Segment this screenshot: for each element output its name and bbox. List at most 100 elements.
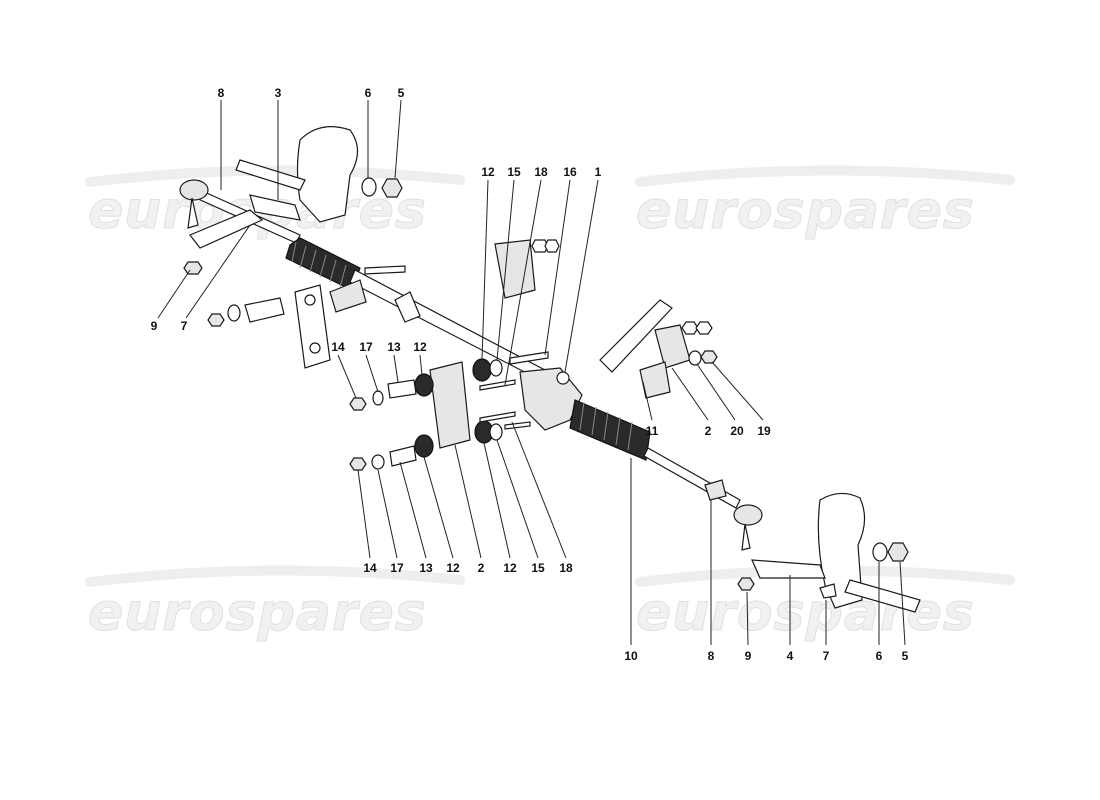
callout-12: 12 bbox=[481, 165, 495, 179]
nut-upper-right bbox=[695, 321, 713, 335]
callout-17: 17 bbox=[390, 561, 404, 575]
leader-line bbox=[185, 224, 251, 319]
callout-17: 17 bbox=[359, 340, 373, 354]
leader-line bbox=[496, 179, 515, 361]
washer-15-upper bbox=[489, 359, 503, 377]
callout-9: 9 bbox=[745, 649, 752, 663]
callout-13: 13 bbox=[387, 340, 401, 354]
watermark-bottom-right: eurospares bbox=[636, 583, 975, 643]
left-clamp bbox=[329, 279, 367, 313]
stud-18-lower bbox=[479, 411, 516, 423]
bracket-hole bbox=[309, 342, 321, 354]
callout-20: 20 bbox=[730, 424, 744, 438]
right-tie-rod bbox=[643, 447, 741, 509]
callout-6: 6 bbox=[876, 649, 883, 663]
leader-line bbox=[483, 442, 511, 559]
nut-14-top bbox=[349, 397, 367, 411]
bolt-16 bbox=[509, 351, 549, 365]
bolt-left-bracket bbox=[244, 297, 285, 323]
callout-13: 13 bbox=[419, 561, 433, 575]
nut-9-bottom bbox=[737, 577, 755, 591]
callout-14: 14 bbox=[363, 561, 377, 575]
right-tie-rod-stud bbox=[741, 523, 751, 551]
callout-9: 9 bbox=[151, 319, 158, 333]
callout-11: 11 bbox=[646, 424, 659, 438]
leader-line bbox=[746, 591, 749, 646]
leader-line bbox=[357, 469, 371, 559]
callout-14: 14 bbox=[331, 340, 345, 354]
leader-line bbox=[394, 99, 402, 179]
nut-upper-clamp bbox=[544, 239, 560, 253]
callout-16: 16 bbox=[563, 165, 577, 179]
pinion-shaft bbox=[556, 371, 570, 385]
left-rack-boot bbox=[285, 237, 361, 291]
leader-line bbox=[377, 469, 398, 559]
sleeve-13-top bbox=[387, 379, 417, 399]
leader-line bbox=[504, 179, 542, 386]
washer-17-bottom bbox=[371, 454, 385, 470]
washer-15-lower bbox=[489, 423, 503, 441]
hardware-parts bbox=[183, 177, 909, 599]
callout-12: 12 bbox=[503, 561, 517, 575]
right-rack-boot bbox=[569, 399, 651, 461]
callout-2: 2 bbox=[478, 561, 485, 575]
callout-3: 3 bbox=[275, 86, 282, 100]
leader-line bbox=[696, 363, 736, 421]
leader-line bbox=[337, 354, 357, 399]
callout-12: 12 bbox=[446, 561, 460, 575]
bracket-hole bbox=[304, 294, 316, 306]
leader-line bbox=[511, 421, 567, 559]
nut-upper-clamp bbox=[531, 239, 549, 253]
callout-7: 7 bbox=[181, 319, 188, 333]
stud-18-upper bbox=[479, 379, 516, 391]
leader-line bbox=[711, 361, 764, 421]
key-7-bottom bbox=[819, 583, 837, 599]
callout-8: 8 bbox=[218, 86, 225, 100]
right-tie-rod-end bbox=[733, 504, 763, 526]
callout-12: 12 bbox=[413, 340, 427, 354]
callout-8: 8 bbox=[708, 649, 715, 663]
washer-6-bottom bbox=[872, 542, 888, 562]
washer-20 bbox=[688, 350, 702, 366]
callout-7: 7 bbox=[823, 649, 830, 663]
watermark-bottom-left: eurospares bbox=[88, 583, 427, 643]
upper-clamp bbox=[494, 239, 536, 299]
leader-line bbox=[671, 367, 709, 421]
leader-lines bbox=[157, 99, 906, 646]
nut-5-top bbox=[381, 178, 403, 198]
callout-10: 10 bbox=[624, 649, 638, 663]
callout-18: 18 bbox=[534, 165, 548, 179]
rack-sleeve bbox=[394, 291, 421, 323]
callout-2: 2 bbox=[705, 424, 712, 438]
right-steering-knuckle bbox=[751, 492, 921, 613]
middle-mount-bracket bbox=[429, 361, 471, 449]
nut-5-bottom bbox=[887, 542, 909, 562]
leader-line bbox=[157, 269, 191, 319]
nut-upper-right bbox=[681, 321, 699, 335]
bush-12-middle-bottom bbox=[414, 434, 434, 458]
leader-line bbox=[454, 444, 482, 559]
clamp-11 bbox=[639, 361, 671, 399]
pinion-shaft-extension bbox=[599, 299, 673, 373]
leader-line bbox=[423, 456, 454, 559]
left-steering-knuckle bbox=[189, 126, 359, 249]
callout-6: 6 bbox=[365, 86, 372, 100]
nut-14-bottom bbox=[349, 457, 367, 471]
leader-line bbox=[642, 381, 653, 421]
leader-line bbox=[564, 179, 599, 373]
leader-line bbox=[496, 439, 539, 559]
left-tie-rod-stud bbox=[187, 197, 199, 229]
stud-18-lower-b bbox=[504, 421, 531, 430]
washer-left-bracket bbox=[227, 304, 241, 322]
callout-15: 15 bbox=[531, 561, 545, 575]
callout-labels: 8 3 6 5 9 7 12 15 18 16 1 14 17 13 12 11… bbox=[151, 86, 909, 663]
callout-1: 1 bbox=[595, 165, 602, 179]
washer-17-top bbox=[372, 390, 384, 406]
left-steering-arm bbox=[189, 209, 264, 249]
washer-6-top bbox=[361, 177, 377, 197]
left-mount-bracket bbox=[294, 284, 331, 369]
leader-line bbox=[365, 354, 379, 393]
leader-line bbox=[481, 179, 489, 361]
rack-assembly bbox=[179, 179, 763, 551]
